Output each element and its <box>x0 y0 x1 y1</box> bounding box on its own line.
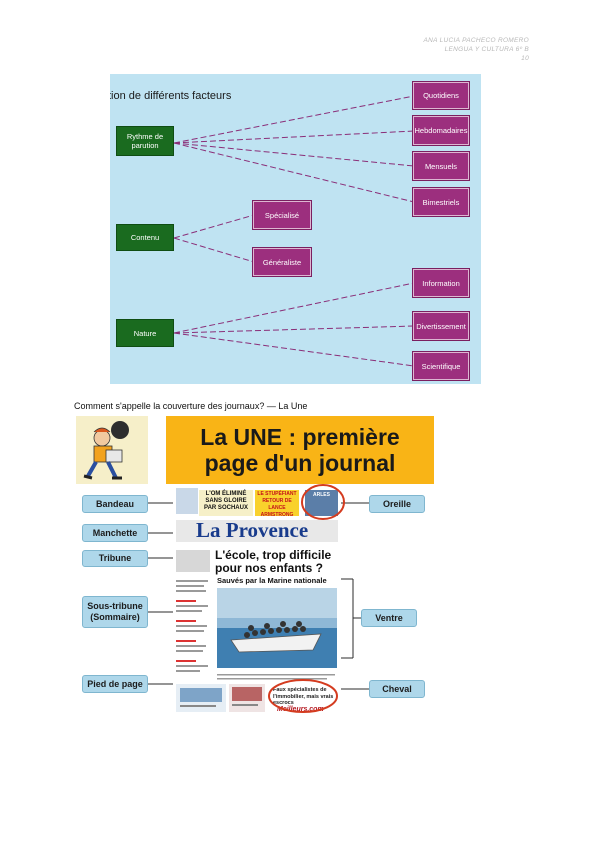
header-subject: LENGUA Y CULTURA 6º B <box>444 46 529 53</box>
oreille-box: ARLES <box>305 490 338 516</box>
bandeau-photo-left <box>176 488 198 514</box>
ventre-subhead: Sauvés par la Marine nationale <box>217 576 327 585</box>
tribune-headline: L'école, trop difficile pour nos enfants… <box>215 548 332 575</box>
box-quotidiens: Quotidiens <box>412 81 470 110</box>
box-mensuels: Mensuels <box>412 151 470 181</box>
box-contenu: Contenu <box>116 224 174 251</box>
cheval-text: Faux spécialistes de l'immobilier, mais … <box>273 687 334 706</box>
box-information: Information <box>412 268 470 298</box>
label-cheval: Cheval <box>369 680 425 698</box>
box-generaliste: Généraliste <box>252 247 312 277</box>
box-specialise: Spécialisé <box>252 200 312 230</box>
newspaper-boy-illustration <box>76 416 148 484</box>
oreille-circle <box>301 484 345 520</box>
cheval-brand: Meilleurs.com <box>277 706 324 713</box>
box-nature: Nature <box>116 319 174 347</box>
bandeau-banner-left: L'OM ÉLIMINÉ SANS GLOIRE PAR SOCHAUX <box>199 490 253 516</box>
label-pied-de-page: Pied de page <box>82 675 148 693</box>
box-rythme: Rythme de parution <box>116 126 174 156</box>
bandeau-banner-right: LE STUPÉFIANT RETOUR DE LANCE ARMSTRONG <box>255 490 299 518</box>
newspaper-front-page: L'OM ÉLIMINÉ SANS GLOIRE PAR SOCHAUX LE … <box>173 484 345 713</box>
une-title-panel: La UNE : première page d'un journal <box>166 416 434 484</box>
connector-lines <box>173 95 415 367</box>
header-author: ANA LUCIA PACHECO ROMERO <box>423 37 529 44</box>
label-sous-tribune: Sous-tribune (Sommaire) <box>82 596 148 628</box>
box-hebdomadaires: Hebdomadaires <box>412 115 470 146</box>
sous-tribune-column <box>176 578 212 676</box>
cheval-circle <box>268 679 338 713</box>
une-title-line1: La UNE : première <box>200 424 400 450</box>
label-ventre: Ventre <box>361 609 417 627</box>
diagram-title: tion de différents facteurs <box>110 90 232 102</box>
label-bandeau: Bandeau <box>82 495 148 513</box>
label-tribune: Tribune <box>82 550 148 567</box>
manchette-bar: La Provence <box>176 518 338 542</box>
box-bimestriels: Bimestriels <box>412 187 470 217</box>
une-title-line2: page d'un journal <box>204 450 396 476</box>
ventre-caption <box>217 670 337 680</box>
label-manchette: Manchette <box>82 524 148 542</box>
pied-thumb-2 <box>229 684 265 712</box>
tribune-photo <box>176 550 210 572</box>
question-text: Comment s'appelle la couverture des jour… <box>74 401 308 411</box>
box-divertissement: Divertissement <box>412 311 470 341</box>
label-oreille: Oreille <box>369 495 425 513</box>
classification-diagram: tion de différents facteurs Rythme de pa… <box>110 74 481 384</box>
pied-thumb-1 <box>176 684 226 712</box>
ventre-photo <box>217 588 337 668</box>
box-scientifique: Scientifique <box>412 351 470 381</box>
header-page: 10 <box>521 55 529 62</box>
la-une-figure: La UNE : première page d'un journal Band… <box>76 416 434 713</box>
masthead-title: La Provence <box>196 518 309 542</box>
